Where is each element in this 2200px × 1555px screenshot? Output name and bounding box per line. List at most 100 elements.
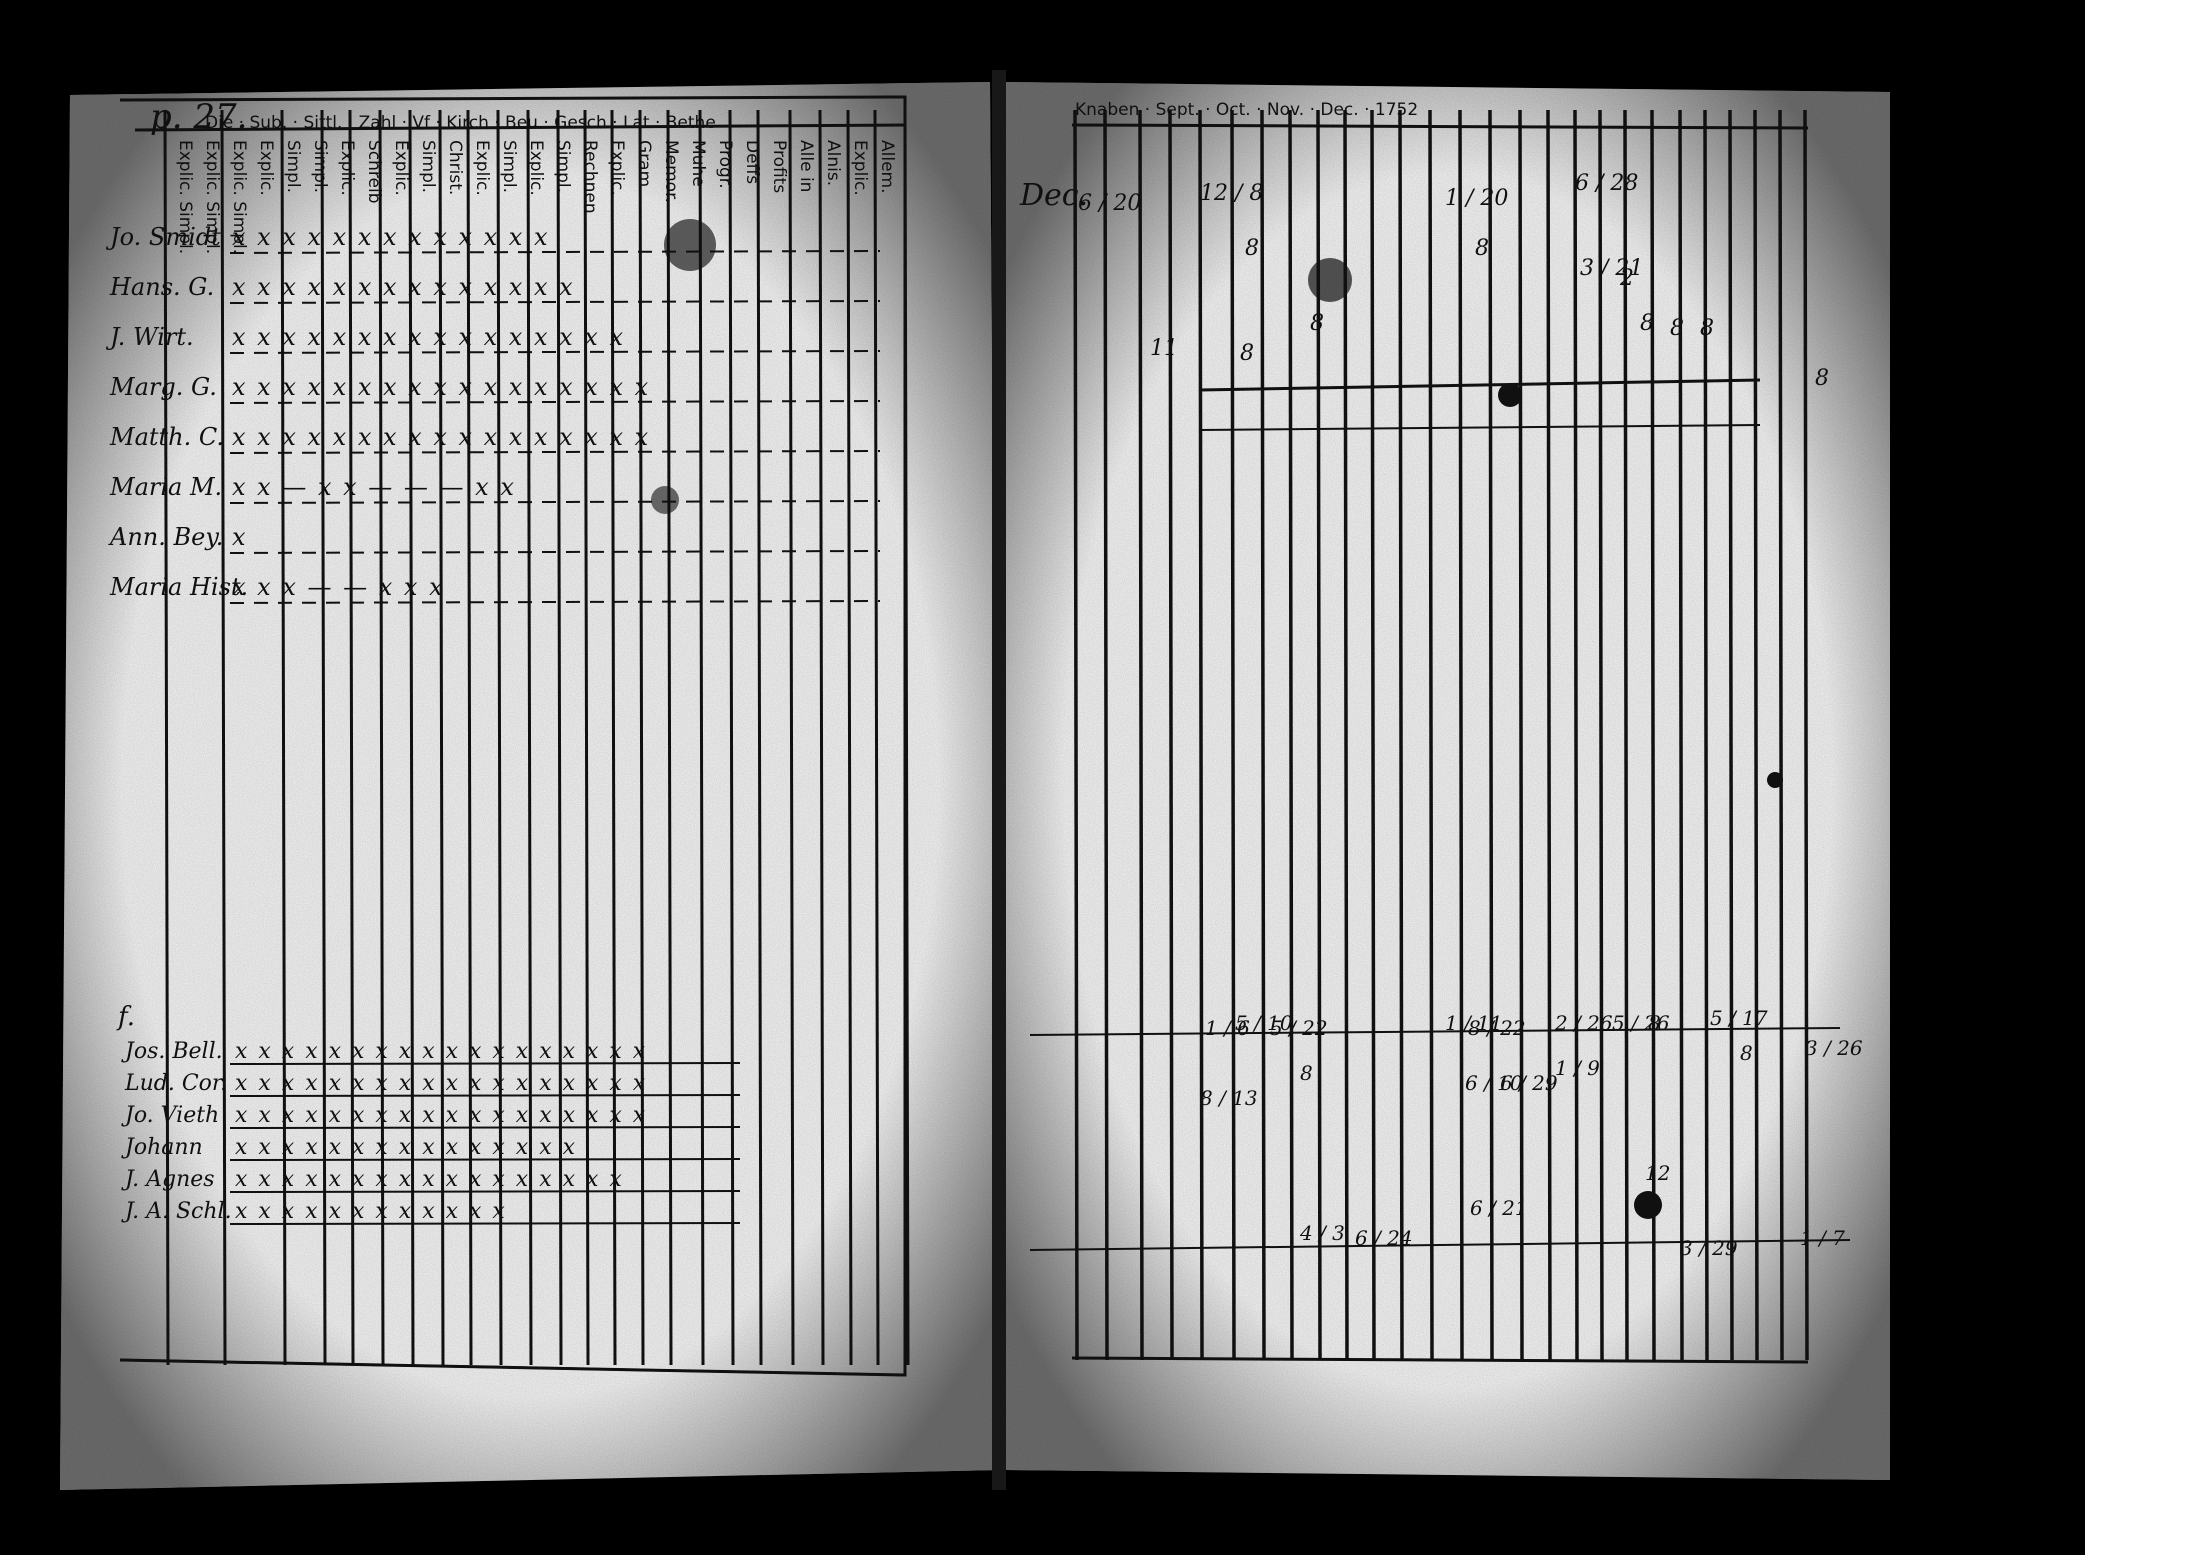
left-column-header: Explic. bbox=[607, 140, 627, 196]
left-column-header: Gram. bbox=[634, 140, 654, 193]
ledger-entry: 8 bbox=[1740, 1041, 1753, 1065]
ledger-row: Jos. Bell.x x x x x x x x x x x x x x x … bbox=[121, 1039, 645, 1064]
pupil-name: J. A. Schl. bbox=[121, 1199, 232, 1224]
row-marks: x x x x x x x x x x x x x x x bbox=[235, 1135, 577, 1160]
ledger-entry: 3 / 26 bbox=[1805, 1036, 1863, 1060]
ledger-entry: 5 / 26 bbox=[1612, 1011, 1670, 1035]
right-column-rule bbox=[1703, 109, 1709, 1361]
ledger-row: J. Wirt. x x x x x x x x x x x x x x x x bbox=[105, 323, 625, 351]
pupil-name: Maria Hist. bbox=[109, 573, 248, 601]
left-column-header: Explic. bbox=[337, 140, 357, 196]
ledger-entry: 8 bbox=[1648, 1011, 1661, 1035]
ledger-entry: 1 / 7 bbox=[1800, 1226, 1845, 1250]
right-column-rule bbox=[1518, 109, 1524, 1361]
ledger-entry: 6 / 21 bbox=[1470, 1196, 1528, 1220]
ledger-entry: 4 / 3 bbox=[1299, 1221, 1345, 1245]
row-marks: x x x — — x x x bbox=[232, 573, 445, 601]
left-column-header: Rechnen bbox=[580, 140, 600, 214]
right-column-rule bbox=[1428, 109, 1434, 1361]
right-column-rule bbox=[1778, 109, 1784, 1361]
ledger-entry: 6 / 20 bbox=[1078, 191, 1141, 216]
row-marks: x x x x x x x x x x x x bbox=[235, 1199, 507, 1224]
ledger-entry: 6 / 28 bbox=[1575, 171, 1638, 196]
ledger-row: Lud. Cor. x x x x x x x x x x x x x x x x… bbox=[124, 1071, 647, 1096]
right-column-rule bbox=[1343, 109, 1349, 1361]
ledger-row: Matth. C. x x x x x x x x x x x x x x x x… bbox=[109, 423, 650, 451]
ledger-entry: 8 bbox=[1310, 311, 1324, 336]
right-column-rule bbox=[1546, 109, 1552, 1361]
left-column-header: Simpl. bbox=[499, 140, 519, 193]
ledger-row: Maria Hist.x x x — — x x x bbox=[109, 573, 445, 601]
row-marks: x bbox=[232, 523, 248, 551]
row-marks: x x x x x x x x x x x x x x bbox=[232, 273, 575, 301]
left-column-header: Simpl. bbox=[418, 140, 438, 193]
ledger-entry: 3 / 29 bbox=[1680, 1236, 1738, 1260]
row-marks: x x x x x x x x x x x x x x x x bbox=[232, 323, 625, 351]
right-column-rule bbox=[1370, 109, 1376, 1361]
ledger-entry: 11 bbox=[1150, 336, 1178, 361]
left-column-header: Explic. bbox=[850, 140, 870, 196]
row-marks: x x x x x x x x x x x x x x x x x bbox=[232, 373, 650, 401]
pupil-name: Lud. Cor. bbox=[124, 1071, 227, 1096]
left-page: p. 27. Die · Sub. · Sittl. · Zahl · Vf ·… bbox=[60, 82, 1000, 1490]
ledger-entry: 5 / 17 bbox=[1710, 1006, 1768, 1030]
ledger-row: Hans. G.x x x x x x x x x x x x x x bbox=[109, 273, 575, 301]
pupil-name: Ann. Bey. bbox=[108, 523, 223, 551]
right-column-rule bbox=[1488, 109, 1494, 1361]
pupil-name: Jo. Smidt bbox=[105, 223, 221, 251]
left-column-header: Deffs bbox=[742, 140, 762, 184]
right-column-rule bbox=[1138, 109, 1144, 1361]
row-marks: x x x x x x x x x x x x x x x x x x bbox=[235, 1071, 647, 1096]
ledger-entry: 12 bbox=[1645, 1161, 1670, 1185]
left-column-header: Alle in bbox=[796, 140, 816, 192]
left-header-row: Die · Sub. · Sittl. · Zahl · Vf · Kirch … bbox=[205, 113, 716, 133]
pupil-name: J. Agnes bbox=[121, 1167, 215, 1192]
left-column-header: Simpl. bbox=[283, 140, 303, 193]
left-column-header: Simpl. bbox=[553, 140, 573, 193]
left-column-header: Simpl. bbox=[310, 140, 330, 193]
left-column-header: Explic. bbox=[526, 140, 546, 196]
left-column-header: Progr. bbox=[715, 140, 735, 189]
ledger-entry: 12 / 8 bbox=[1200, 181, 1263, 206]
ledger-entry: 8 bbox=[1240, 341, 1254, 366]
ledger-row: Maria M.x x — x x — — — x x bbox=[109, 473, 514, 501]
row-marks: x x x x x x x x x x x x x x x x x bbox=[232, 423, 650, 451]
pupil-name: J. Wirt. bbox=[105, 323, 194, 351]
ledger-entry: 8 bbox=[1815, 366, 1829, 391]
right-column-rule bbox=[1458, 109, 1464, 1361]
right-column-rule bbox=[1073, 109, 1079, 1361]
pupil-name: Matth. C. bbox=[109, 423, 224, 451]
left-column-header: Schreib bbox=[364, 140, 384, 204]
ledger-entry: 6 / 29 bbox=[1500, 1071, 1558, 1095]
right-column-rule bbox=[1623, 109, 1629, 1361]
ledger-entry: 8 bbox=[1245, 236, 1259, 261]
pupil-name: Marg. G. bbox=[109, 373, 217, 401]
left-column-header: Explic. bbox=[472, 140, 492, 196]
pupil-name: Maria M. bbox=[109, 473, 222, 501]
right-column-rule bbox=[1573, 109, 1579, 1361]
left-column-header: Christ. bbox=[445, 140, 465, 195]
row-marks: x x x x x x x x x x x x x x x x x bbox=[235, 1167, 624, 1192]
left-column-header: Muhe bbox=[688, 140, 708, 187]
left-column-header: Allem. bbox=[877, 140, 897, 194]
right-column-rule bbox=[1168, 109, 1174, 1361]
ledger-entry: 8 bbox=[1640, 311, 1654, 336]
book-gutter bbox=[992, 70, 1006, 1490]
ledger-entry: 1 / 9 bbox=[1555, 1056, 1600, 1080]
ledger-entry: 8 / 13 bbox=[1200, 1086, 1258, 1110]
left-column-header: Explic. bbox=[256, 140, 276, 196]
ledger-entry: 8 bbox=[1300, 1061, 1313, 1085]
ledger-entry: 2 bbox=[1619, 266, 1634, 291]
right-column-rule bbox=[1103, 109, 1109, 1361]
left-column-header: Explic. bbox=[391, 140, 411, 196]
ledger-entry: 8 / 22 bbox=[1468, 1016, 1526, 1040]
ledger-row: Marg. G. x x x x x x x x x x x x x x x x … bbox=[109, 373, 650, 401]
right-column-rule bbox=[1288, 109, 1294, 1361]
row-marks: x x x x x x x x x x x x x x x x x x bbox=[235, 1103, 647, 1128]
ledger-entry: 2 / 26 bbox=[1554, 1011, 1613, 1035]
ledger-entry: 8 bbox=[1475, 236, 1489, 261]
ledger-entry: 8 bbox=[1670, 316, 1684, 341]
